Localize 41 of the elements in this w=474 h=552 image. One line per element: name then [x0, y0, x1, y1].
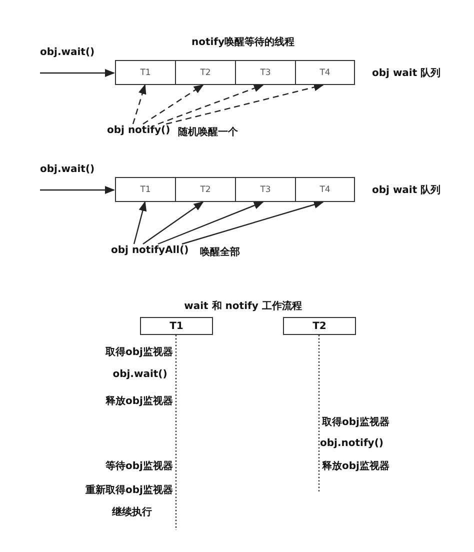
- edge-label: obj.wait(): [40, 47, 95, 58]
- arrow: [182, 200, 324, 245]
- thread-box: T2: [283, 317, 356, 335]
- step-label: 取得obj监视器: [106, 346, 173, 359]
- arrow: [40, 69, 115, 77]
- step-label: 释放obj监视器: [106, 394, 173, 408]
- arrow: [158, 201, 264, 245]
- queue-box: [115, 60, 355, 85]
- thread-cell: T1: [116, 178, 176, 201]
- arrow: [142, 84, 204, 124]
- thread-cell: T2: [176, 178, 236, 201]
- thread-cell: T3: [236, 178, 296, 201]
- step-label: obj.notify(): [320, 438, 384, 449]
- arrow: [142, 201, 204, 244]
- method-label: obj notifyAll(): [111, 245, 189, 256]
- step-label: 释放obj监视器: [322, 460, 390, 473]
- caption-text: 随机唤醒一个: [178, 126, 238, 139]
- arrow: [40, 186, 115, 194]
- heading: wait 和 notify 工作流程: [184, 299, 302, 313]
- thread-cell: T4: [296, 178, 354, 201]
- thread-cell: T1: [116, 61, 176, 84]
- method-label: obj notify(): [107, 125, 170, 136]
- step-label: 等待obj监视器: [106, 460, 173, 473]
- caption-text: obj wait 队列: [372, 184, 441, 197]
- heading: notify唤醒等待的线程: [191, 36, 295, 49]
- arrow: [132, 84, 146, 124]
- queue-box: [115, 177, 355, 202]
- edge-label: obj.wait(): [40, 164, 95, 175]
- arrow: [166, 83, 324, 125]
- step-label: 取得obj监视器: [322, 416, 390, 429]
- step-label: 重新取得obj监视器: [86, 483, 173, 497]
- thread-cell: T4: [296, 61, 354, 84]
- step-label: obj.wait(): [112, 369, 168, 380]
- thread-cell: T3: [236, 61, 296, 84]
- caption-text: obj wait 队列: [372, 66, 441, 80]
- thread-cell: T2: [176, 61, 236, 84]
- thread-box: T1: [140, 317, 213, 335]
- caption-text: 唤醒全部: [200, 246, 240, 259]
- arrow: [158, 84, 264, 125]
- arrow: [133, 201, 147, 244]
- step-label: 继续执行: [112, 506, 152, 519]
